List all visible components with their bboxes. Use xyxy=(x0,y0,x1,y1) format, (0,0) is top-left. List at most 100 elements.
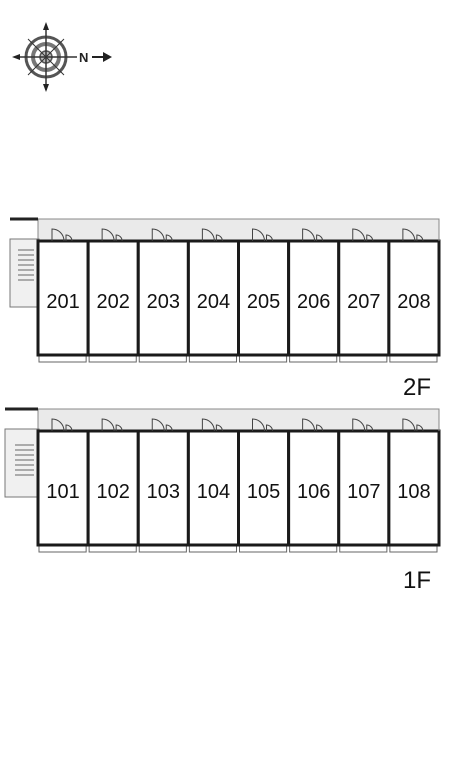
stair-steps xyxy=(18,249,34,281)
unit-202: 202 xyxy=(86,228,140,363)
door-swing-icon xyxy=(51,418,65,432)
unit-number: 207 xyxy=(347,291,380,313)
door-swing-icon xyxy=(101,228,115,242)
balcony xyxy=(239,545,288,553)
door-swing-icon xyxy=(65,234,73,242)
balcony xyxy=(339,545,388,553)
unit-number: 206 xyxy=(297,291,330,313)
unit-103: 103 xyxy=(136,418,190,553)
unit-205: 205 xyxy=(237,228,291,363)
door-swing-icon xyxy=(215,234,223,242)
balcony xyxy=(138,355,187,363)
compass-north-letter: N xyxy=(79,50,88,65)
unit-101: 101 xyxy=(36,418,90,553)
staircase xyxy=(4,428,40,498)
door-swing-icon xyxy=(416,234,424,242)
unit-number: 205 xyxy=(247,291,280,313)
unit-outline xyxy=(337,429,391,547)
unit-number: 202 xyxy=(97,291,130,313)
door-swing-icon xyxy=(215,424,223,432)
door-swing-icon xyxy=(366,234,374,242)
balcony xyxy=(239,355,288,363)
unit-number: 107 xyxy=(347,481,380,503)
unit-208: 208 xyxy=(387,228,441,363)
door-swing-icon xyxy=(51,228,65,242)
door-swing-icon xyxy=(165,424,173,432)
balcony xyxy=(138,545,187,553)
door-swing-icon xyxy=(65,424,73,432)
unit-204: 204 xyxy=(186,228,240,363)
door-swing-icon xyxy=(316,234,324,242)
door-swing-icon xyxy=(165,234,173,242)
stair-steps xyxy=(15,444,34,476)
door-swing-icon xyxy=(266,234,273,242)
door-swing-icon xyxy=(366,424,374,432)
balcony xyxy=(339,355,388,363)
door-swing-icon xyxy=(402,228,416,242)
door-swing-icon xyxy=(416,424,424,432)
staircase xyxy=(9,238,40,308)
door-swing-icon xyxy=(151,418,165,432)
door-swing-icon xyxy=(352,418,366,432)
unit-106: 106 xyxy=(287,418,341,553)
door-swing-icon xyxy=(252,228,265,242)
unit-105: 105 xyxy=(237,418,291,553)
unit-number: 105 xyxy=(247,481,280,503)
unit-outline xyxy=(36,429,90,547)
balcony xyxy=(188,545,237,553)
unit-number: 102 xyxy=(97,481,130,503)
unit-outline xyxy=(136,429,190,547)
door-swing-icon xyxy=(101,418,115,432)
unit-number: 108 xyxy=(397,481,430,503)
unit-number: 204 xyxy=(197,291,230,313)
unit-outline xyxy=(387,239,441,357)
balcony xyxy=(38,355,87,363)
balcony xyxy=(289,355,338,363)
balcony xyxy=(389,545,438,553)
corridor xyxy=(37,218,440,241)
door-swing-icon xyxy=(115,234,123,242)
unit-number: 208 xyxy=(397,291,430,313)
balcony xyxy=(188,355,237,363)
door-swing-icon xyxy=(402,418,416,432)
unit-104: 104 xyxy=(186,418,240,553)
unit-number: 106 xyxy=(297,481,330,503)
unit-207: 207 xyxy=(337,228,391,363)
unit-206: 206 xyxy=(287,228,341,363)
unit-number: 104 xyxy=(197,481,230,503)
door-swing-icon xyxy=(302,418,316,432)
balcony xyxy=(38,545,87,553)
north-arrow-compass-icon: N xyxy=(12,22,112,92)
unit-number: 103 xyxy=(147,481,180,503)
unit-number: 101 xyxy=(46,481,79,503)
unit-102: 102 xyxy=(86,418,140,553)
door-swing-icon xyxy=(252,418,265,432)
unit-outline xyxy=(237,429,291,547)
balcony xyxy=(88,545,137,553)
balcony xyxy=(389,355,438,363)
unit-number: 201 xyxy=(46,291,79,313)
balcony xyxy=(289,545,338,553)
unit-outline xyxy=(36,239,90,357)
unit-203: 203 xyxy=(136,228,190,363)
unit-201: 201 xyxy=(36,228,90,363)
unit-outline xyxy=(86,239,140,357)
door-swing-icon xyxy=(151,228,165,242)
unit-outline xyxy=(186,429,240,547)
floor-plan-2f: 201 202 203 204 205 206 207 208 2F xyxy=(9,217,441,401)
door-swing-icon xyxy=(201,228,215,242)
unit-107: 107 xyxy=(337,418,391,553)
unit-outline xyxy=(287,239,341,357)
unit-number: 203 xyxy=(147,291,180,313)
unit-108: 108 xyxy=(387,418,441,553)
door-swing-icon xyxy=(302,228,316,242)
corridor xyxy=(37,408,440,431)
door-swing-icon xyxy=(352,228,366,242)
floor-label-2f: 2F xyxy=(403,374,431,401)
door-swing-icon xyxy=(115,424,123,432)
door-swing-icon xyxy=(266,424,273,432)
door-swing-icon xyxy=(201,418,215,432)
balcony xyxy=(88,355,137,363)
